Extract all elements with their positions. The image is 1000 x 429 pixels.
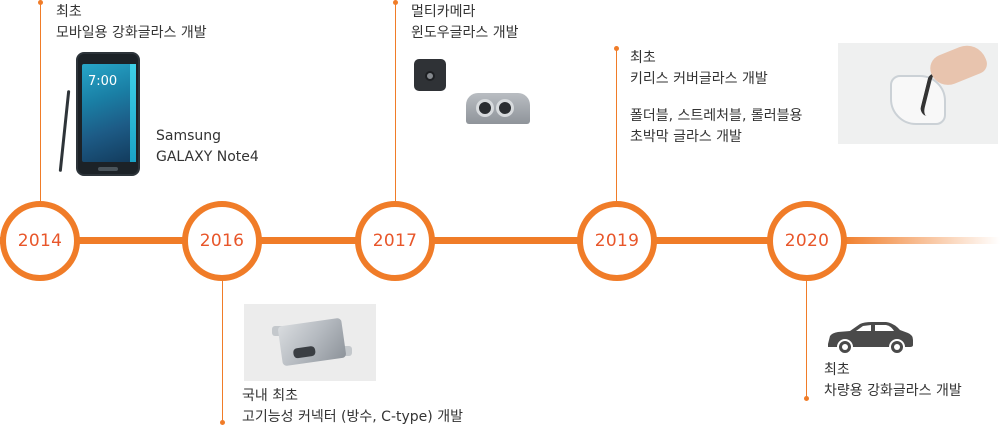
milestone-line: 고기능성 커넥터 (방수, C-type) 개발 — [242, 407, 463, 428]
milestone-line: 최초 — [56, 2, 207, 23]
milestone-2019-text-2: 폴더블, 스트레처블, 롤러블용 초박막 글라스 개발 — [630, 106, 802, 148]
phone-edge-display — [130, 64, 136, 162]
year-label: 2016 — [200, 231, 244, 251]
phone-home-button — [98, 167, 118, 171]
connector-dot-2014 — [38, 0, 43, 5]
milestone-line: 멀티카메라 — [411, 2, 519, 23]
year-label: 2014 — [18, 231, 62, 251]
year-label: 2019 — [595, 231, 639, 251]
phone-screen: 7:00 — [82, 64, 136, 162]
connector-dot-2019 — [614, 46, 619, 51]
milestone-2020-text: 최초 차량용 강화글라스 개발 — [824, 360, 962, 402]
connector-dot-2017 — [393, 0, 398, 5]
connector-dot-2016 — [220, 420, 225, 425]
camera-hole — [425, 71, 435, 81]
milestone-line: 초박막 글라스 개발 — [630, 127, 802, 148]
milestone-2016-text: 국내 최초 고기능성 커넥터 (방수, C-type) 개발 — [242, 386, 463, 428]
connector-line-2020 — [806, 278, 807, 397]
year-node-2020: 2020 — [767, 201, 847, 281]
camera-window-image — [414, 59, 446, 91]
phone-caption: Samsung GALAXY Note4 — [156, 126, 259, 168]
milestone-line: 차량용 강화글라스 개발 — [824, 381, 962, 402]
stylus-image — [59, 90, 71, 172]
milestone-line: 폴더블, 스트레처블, 롤러블용 — [630, 106, 802, 127]
cover-glass-image — [838, 43, 998, 144]
connector-line-2017 — [395, 4, 396, 202]
year-node-2014: 2014 — [0, 201, 80, 281]
milestone-2019-text: 최초 키리스 커버글라스 개발 — [630, 48, 768, 90]
year-node-2017: 2017 — [355, 201, 435, 281]
milestone-line: 최초 — [630, 48, 768, 69]
connector-line-2014 — [40, 4, 41, 202]
caption-line: Samsung — [156, 126, 259, 147]
milestone-line: 국내 최초 — [242, 386, 463, 407]
milestone-2014-text: 최초 모바일용 강화글라스 개발 — [56, 2, 207, 44]
connector-line-2016 — [222, 278, 223, 421]
year-label: 2020 — [785, 231, 829, 251]
milestone-line: 최초 — [824, 360, 962, 381]
connector-dot-2020 — [804, 396, 809, 401]
camera-lens — [476, 99, 494, 117]
camera-lens — [496, 99, 514, 117]
timeline-bar — [0, 237, 1000, 244]
phone-clock: 7:00 — [88, 74, 117, 89]
caption-line: GALAXY Note4 — [156, 147, 259, 168]
milestone-line: 키리스 커버글라스 개발 — [630, 69, 768, 90]
year-label: 2017 — [373, 231, 417, 251]
milestone-line: 윈도우글라스 개발 — [411, 23, 519, 44]
connector-body — [278, 318, 347, 367]
connector-image — [244, 304, 376, 381]
year-node-2016: 2016 — [182, 201, 262, 281]
milestone-line: 모바일용 강화글라스 개발 — [56, 23, 207, 44]
connector-line-2019 — [616, 50, 617, 202]
year-node-2019: 2019 — [577, 201, 657, 281]
camera-window-image — [466, 93, 530, 124]
milestone-2017-text: 멀티카메라 윈도우글라스 개발 — [411, 2, 519, 44]
connector-slot — [293, 346, 316, 359]
phone-image: 7:00 — [76, 52, 140, 176]
car-icon — [824, 320, 916, 356]
